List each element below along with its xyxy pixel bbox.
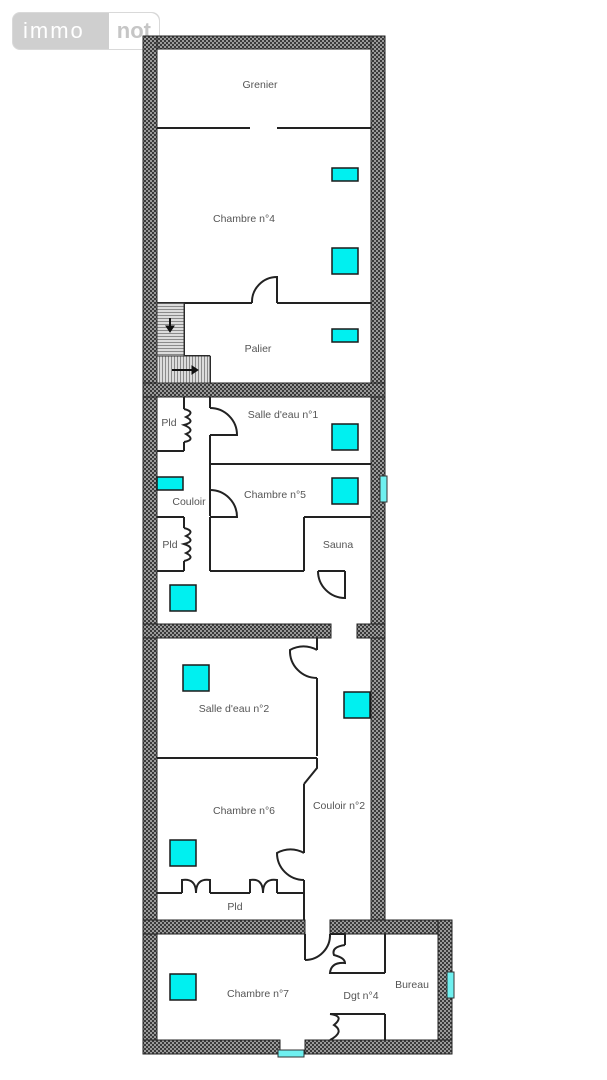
windows <box>277 475 455 1058</box>
label-pld-1: Pld <box>161 417 176 429</box>
interior-walls <box>157 127 386 1041</box>
label-dgt-4: Dgt n°4 <box>343 990 378 1002</box>
label-palier: Palier <box>245 343 272 355</box>
label-chambre-5: Chambre n°5 <box>244 489 306 501</box>
label-chambre-4: Chambre n°4 <box>213 213 275 225</box>
label-bureau: Bureau <box>395 979 429 991</box>
fixtures <box>156 167 371 1001</box>
label-grenier: Grenier <box>242 79 278 91</box>
label-couloir: Couloir <box>172 496 206 508</box>
room-labels: Grenier Chambre n°4 Palier Salle d'eau n… <box>161 79 429 1002</box>
window-chambre-5 <box>379 475 388 503</box>
label-sauna: Sauna <box>323 539 354 551</box>
label-chambre-7: Chambre n°7 <box>227 988 289 1000</box>
label-couloir-2: Couloir n°2 <box>313 800 365 812</box>
label-chambre-6: Chambre n°6 <box>213 805 275 817</box>
window-bureau <box>446 971 455 999</box>
exterior-walls <box>142 35 453 1055</box>
label-salle-eau-2: Salle d'eau n°2 <box>199 703 270 715</box>
logo-immo-text: immo <box>23 18 85 43</box>
label-pld-2: Pld <box>162 539 177 551</box>
label-salle-eau-1: Salle d'eau n°1 <box>248 409 319 421</box>
window-chambre-7 <box>277 1049 305 1058</box>
label-pld-3: Pld <box>227 901 242 913</box>
staircase <box>156 302 211 384</box>
